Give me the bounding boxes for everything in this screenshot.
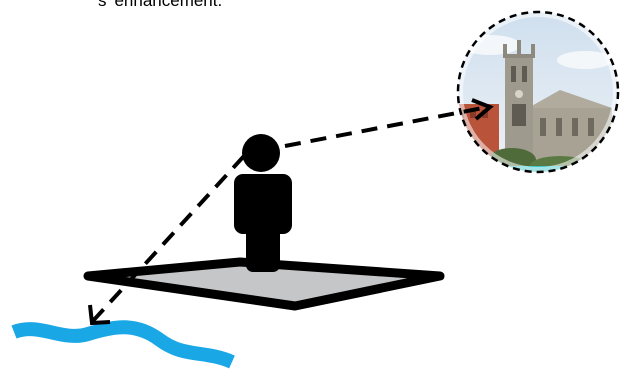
person-icon bbox=[234, 134, 292, 272]
person-head bbox=[242, 134, 280, 172]
water-wave-icon bbox=[14, 327, 232, 362]
church-view-photo bbox=[455, 10, 623, 180]
person-legs bbox=[246, 220, 280, 272]
